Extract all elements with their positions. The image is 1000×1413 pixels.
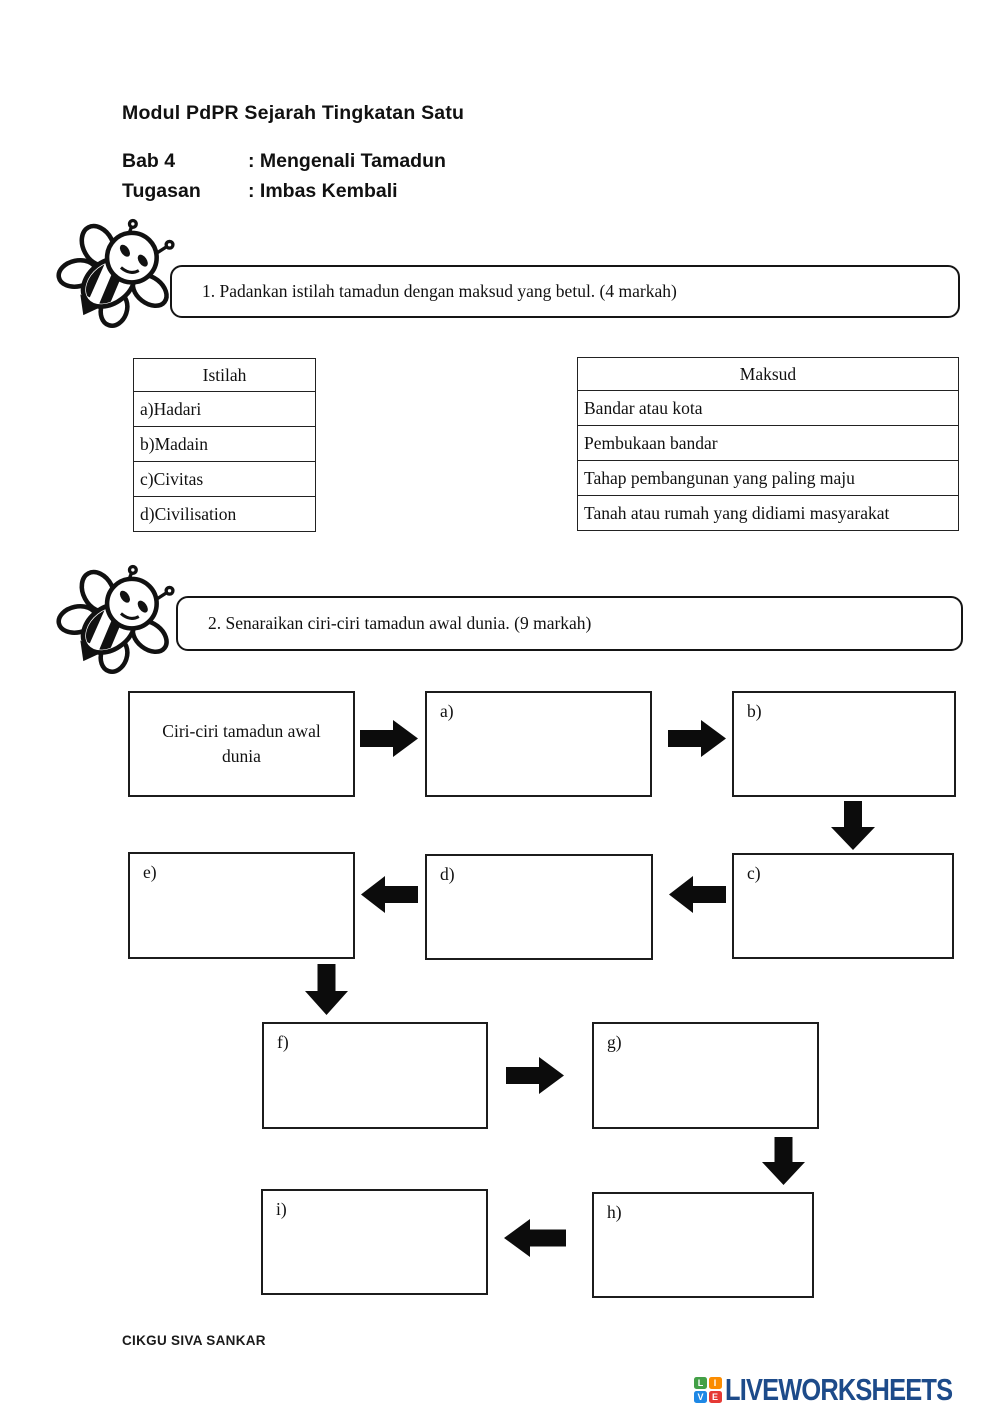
answer-box-f-label: f) (277, 1032, 289, 1052)
task-value: : Imbas Kembali (248, 180, 398, 202)
answer-box-c-label: c) (747, 863, 761, 883)
answer-box-b[interactable]: b) (732, 691, 956, 797)
arrow-down-icon (762, 1137, 805, 1185)
istilah-table: Istilah a)Hadari b)Madain c)Civitas d)Ci… (133, 358, 316, 532)
chapter-line: Bab 4 : Mengenali Tamadun (122, 150, 446, 173)
arrow-left-icon (504, 1219, 566, 1257)
table-row: Bandar atau kota (577, 390, 959, 426)
author-credit: CIKGU SIVA SANKAR (122, 1333, 266, 1348)
answer-box-b-label: b) (747, 701, 762, 721)
answer-box-a[interactable]: a) (425, 691, 652, 797)
answer-box-i[interactable]: i) (261, 1189, 488, 1295)
maksud-option-3[interactable]: Tahap pembangunan yang paling maju (577, 460, 959, 496)
arrow-left-icon (669, 876, 726, 913)
answer-box-f[interactable]: f) (262, 1022, 488, 1129)
table-row: Tahap pembangunan yang paling maju (577, 460, 959, 496)
maksud-option-1[interactable]: Bandar atau kota (577, 390, 959, 426)
answer-box-g-label: g) (607, 1032, 622, 1052)
table-row: a)Hadari (133, 391, 316, 427)
chapter-label: Bab 4 (122, 150, 176, 172)
maksud-option-2[interactable]: Pembukaan bandar (577, 425, 959, 461)
maksud-table: Maksud Bandar atau kota Pembukaan bandar… (577, 357, 959, 531)
liveworksheets-logo[interactable]: L I V E LIVEWORKSHEETS (694, 1370, 1000, 1410)
arrow-right-icon (668, 720, 726, 757)
istilah-table-header: Istilah (133, 358, 316, 392)
answer-box-d-label: d) (440, 864, 455, 884)
chapter-value: : Mengenali Tamadun (248, 150, 446, 172)
task-line: Tugasan : Imbas Kembali (122, 180, 398, 203)
istilah-option-b[interactable]: b)Madain (133, 426, 316, 462)
flowchart-start-text: Ciri-ciri tamadun awal dunia (162, 720, 321, 766)
answer-box-i-label: i) (276, 1199, 287, 1219)
logo-letter-v: V (694, 1390, 707, 1403)
logo-letter-l: L (694, 1377, 707, 1390)
arrow-down-icon (831, 801, 875, 850)
maksud-option-4[interactable]: Tanah atau rumah yang didiami masyarakat (577, 495, 959, 531)
answer-box-g[interactable]: g) (592, 1022, 819, 1129)
arrow-right-icon (360, 720, 418, 757)
table-row: Tanah atau rumah yang didiami masyarakat (577, 495, 959, 531)
bee-icon (56, 216, 178, 330)
logo-letter-i: I (708, 1377, 722, 1390)
istilah-option-a[interactable]: a)Hadari (133, 391, 316, 427)
flowchart-start-box: Ciri-ciri tamadun awal dunia (128, 691, 355, 797)
question2-instruction: 2. Senaraikan ciri-ciri tamadun awal dun… (176, 596, 963, 651)
arrow-down-icon (305, 964, 348, 1015)
answer-box-e-label: e) (143, 862, 157, 882)
maksud-table-header: Maksud (577, 357, 959, 391)
answer-box-a-label: a) (440, 701, 454, 721)
arrow-right-icon (506, 1057, 564, 1094)
question1-instruction-text: 1. Padankan istilah tamadun dengan maksu… (202, 281, 677, 301)
istilah-option-c[interactable]: c)Civitas (133, 461, 316, 497)
answer-box-c[interactable]: c) (732, 853, 954, 959)
bee-icon (56, 562, 178, 676)
question1-instruction: 1. Padankan istilah tamadun dengan maksu… (170, 265, 960, 318)
answer-box-h[interactable]: h) (592, 1192, 814, 1298)
answer-box-d[interactable]: d) (425, 854, 653, 960)
answer-box-h-label: h) (607, 1202, 622, 1222)
answer-box-e[interactable]: e) (128, 852, 355, 959)
logo-letter-e: E (708, 1390, 722, 1403)
task-label: Tugasan (122, 180, 201, 202)
question2-instruction-text: 2. Senaraikan ciri-ciri tamadun awal dun… (208, 613, 592, 633)
page-title: Modul PdPR Sejarah Tingkatan Satu (122, 102, 465, 124)
liveworksheets-wordmark: LIVEWORKSHEETS (724, 1372, 953, 1407)
istilah-option-d[interactable]: d)Civilisation (133, 496, 316, 532)
table-row: d)Civilisation (133, 496, 316, 532)
table-row: b)Madain (133, 426, 316, 462)
liveworksheets-grid-icon: L I V E (694, 1377, 722, 1403)
table-row: Pembukaan bandar (577, 425, 959, 461)
table-row: c)Civitas (133, 461, 316, 497)
arrow-left-icon (361, 876, 418, 913)
